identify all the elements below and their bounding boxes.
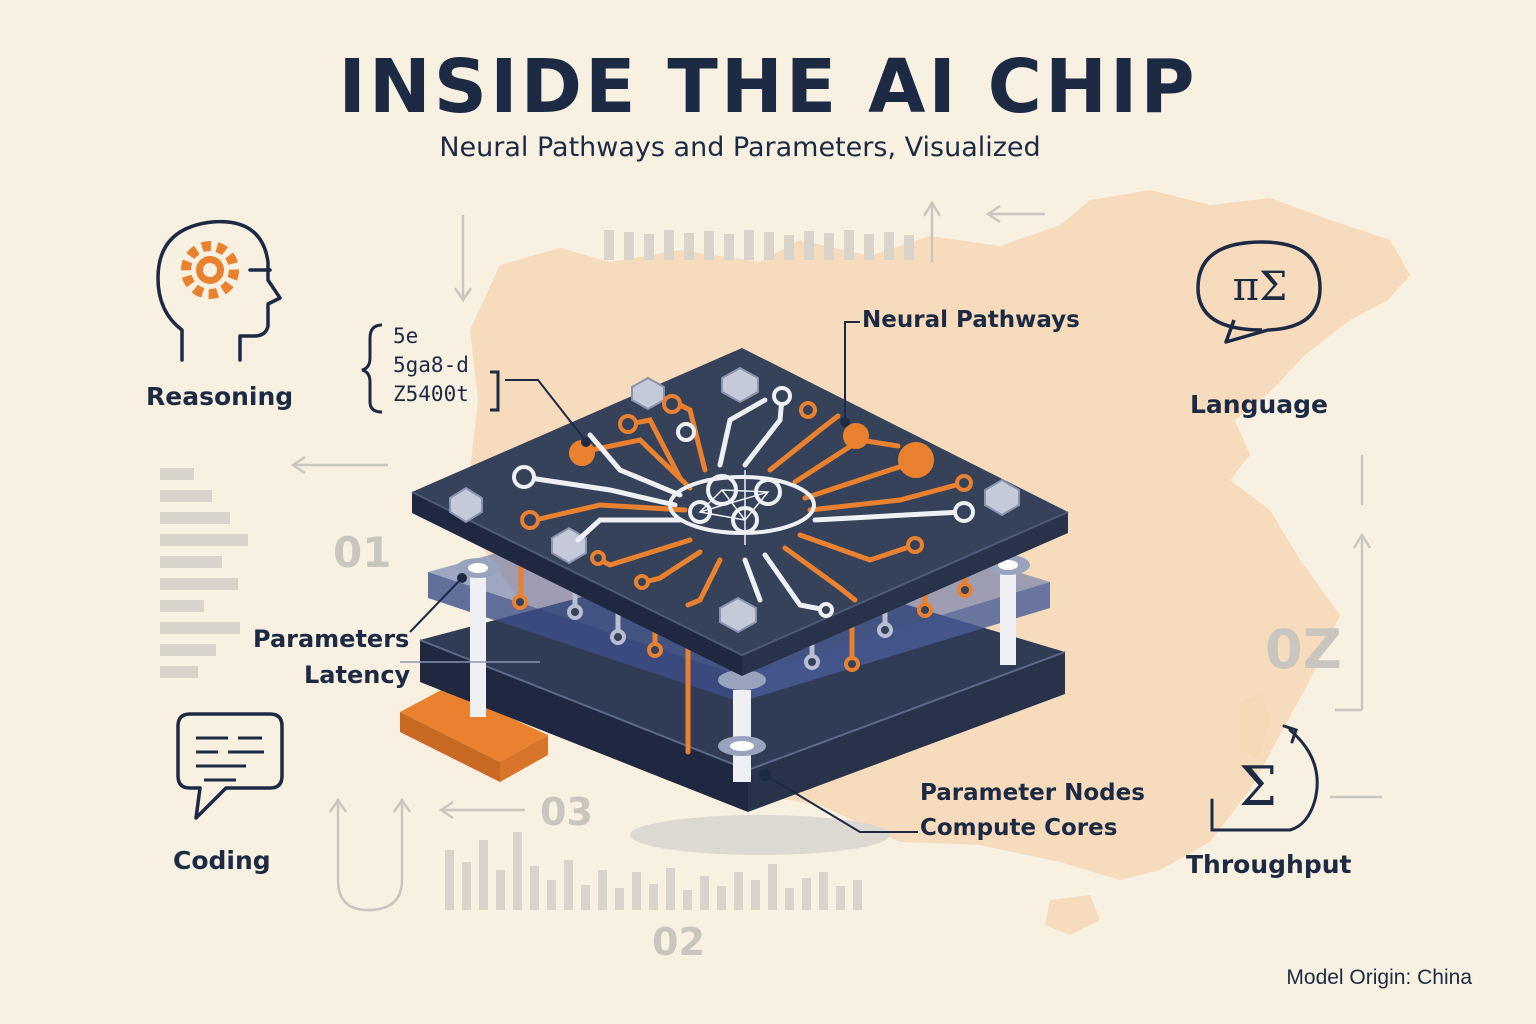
page-title: INSIDE THE AI CHIP (338, 44, 1198, 130)
capability-label-throughput: Throughput (1186, 850, 1352, 879)
ghost-number: 03 (540, 790, 593, 834)
code-line: 5ga8-d (393, 353, 469, 377)
capability-label-coding: Coding (173, 846, 271, 875)
ghost-bars-bottom (445, 832, 862, 910)
hainan-shape (1045, 895, 1100, 935)
head-gear-icon (156, 219, 282, 362)
callout-neural-pathways: Neural Pathways (862, 307, 1080, 333)
capability-label-reasoning: Reasoning (146, 382, 294, 411)
callout-parameters: Parameters (253, 625, 410, 653)
ghost-number: 02 (652, 920, 705, 964)
sigma-cycle-icon (1210, 724, 1319, 832)
callout-parameter-nodes: Parameter Nodes (920, 780, 1145, 806)
page-subtitle: Neural Pathways and Parameters, Visualiz… (439, 132, 1041, 163)
circuit-pads (512, 386, 975, 672)
code-speech-bubble-icon (176, 712, 284, 820)
leader-lines (400, 321, 918, 833)
taiwan-shape (1240, 694, 1270, 758)
pi-sigma-speech-icon (1196, 240, 1322, 344)
chip-top-layer (411, 348, 1069, 676)
code-line: 5e (393, 324, 419, 348)
neural-core (668, 470, 816, 545)
code-brace-right (490, 370, 500, 412)
capability-label-language: Language (1190, 390, 1329, 419)
code-brace (361, 323, 383, 414)
ghost-bars-top (604, 230, 914, 260)
chip-shadow (630, 815, 890, 855)
sigma-glyph: Σ (1239, 755, 1277, 818)
gear-icon (181, 241, 239, 299)
hex-nuts (449, 366, 1020, 634)
code-snippet: 5e 5ga8-d Z5400t (393, 322, 469, 409)
orange-base-block (400, 688, 548, 782)
ghost-arrows (290, 200, 1382, 912)
ghost-number: 01 (333, 528, 392, 577)
callout-compute-cores: Compute Cores (920, 815, 1118, 841)
ghost-bars-left (160, 468, 248, 678)
pi-sigma-glyph: πΣ (1233, 264, 1288, 310)
model-origin-note: Model Origin: China (1286, 966, 1472, 989)
pillars (456, 555, 1030, 782)
callout-latency: Latency (304, 661, 411, 689)
ghost-number: 0Z (1265, 618, 1342, 681)
code-line: Z5400t (393, 382, 469, 406)
